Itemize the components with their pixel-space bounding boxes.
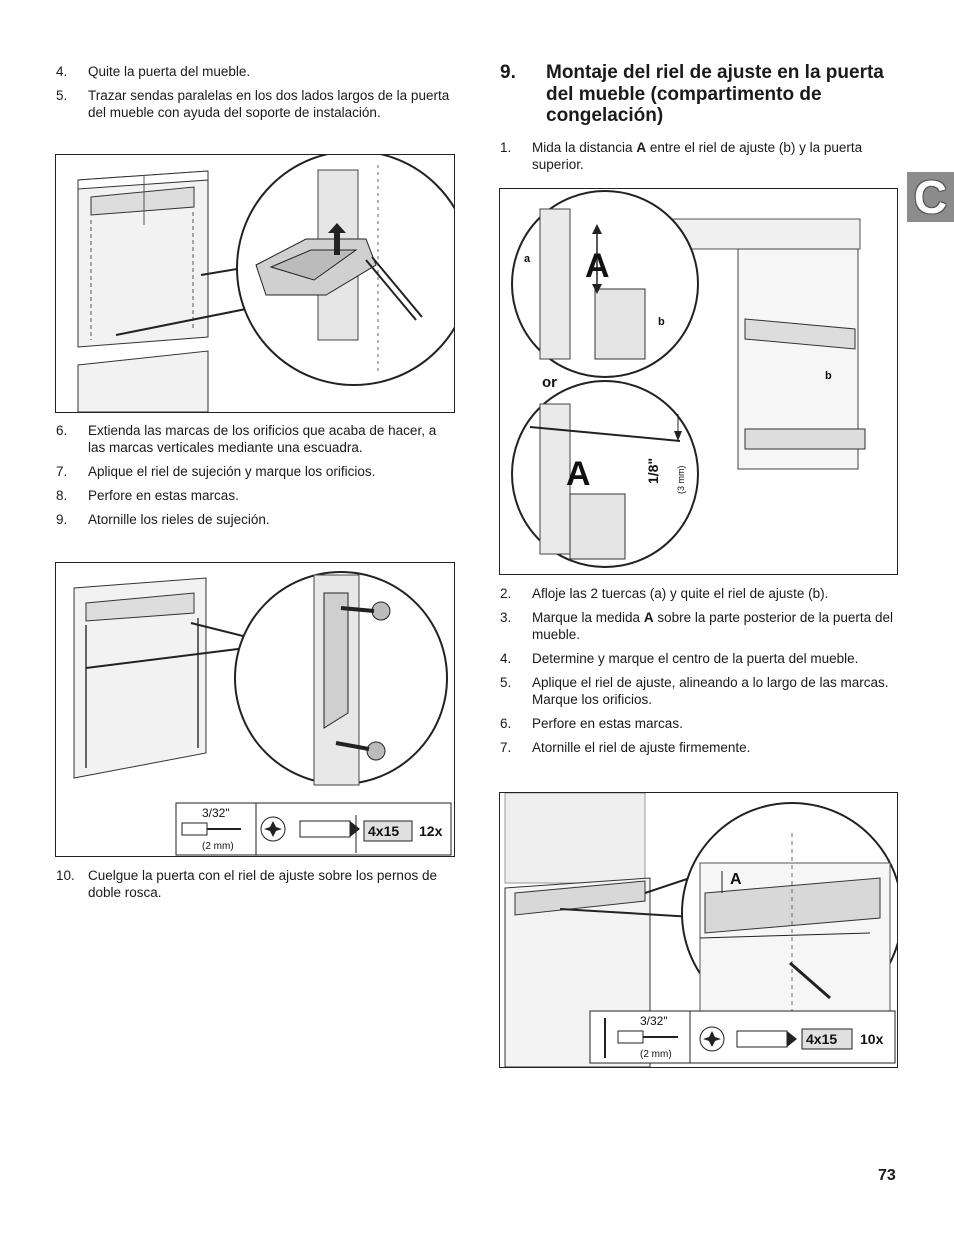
section-number: 9. (500, 62, 516, 83)
screw-qty-label: 12x (419, 823, 443, 839)
label-A2: A (566, 455, 591, 493)
label-b2: b (825, 370, 832, 382)
section-tab-letter: C (913, 171, 948, 223)
list-item: 4.Quite la puerta del mueble. (56, 64, 251, 79)
page-number: 73 (878, 1167, 896, 1184)
left-steps-b: 6.Extienda las marcas de los orificios q… (56, 422, 451, 535)
label-or: or (542, 374, 557, 391)
section-tab: C (907, 172, 954, 222)
list-item: 4.Determine y marque el centro de la pue… (500, 651, 859, 666)
drill-size-label: 3/32" (202, 806, 230, 820)
figure-measure-distance: b A a b or A 1/8" (3 mm) (499, 188, 898, 575)
drill-size-label: 3/32" (640, 1014, 668, 1028)
screw-qty-label: 10x (860, 1031, 884, 1047)
drill-mm-label: (2 mm) (202, 841, 234, 852)
section-heading: 9. Montaje del riel de ajuste en la puer… (500, 62, 900, 127)
left-steps-a: 4.Quite la puerta del mueble. 5.Trazar s… (56, 63, 451, 128)
list-item: 5.Aplique el riel de ajuste, alineando a… (500, 675, 889, 707)
right-steps-b: 2.Afloje las 2 tuercas (a) y quite el ri… (500, 585, 895, 763)
label-A: A (585, 247, 610, 285)
list-item: 6.Extienda las marcas de los orificios q… (56, 423, 437, 455)
list-item: 7.Aplique el riel de sujeción y marque l… (56, 464, 376, 479)
figure-adjust-rail: A 3/32" (2 mm) 4x15 10x (499, 792, 898, 1068)
list-item: 7.Atornille el riel de ajuste firmemente… (500, 740, 751, 755)
list-item: 3.Marque la medida A sobre la parte post… (500, 610, 893, 642)
gap-inch-label: 1/8" (645, 458, 661, 484)
list-item: 8.Perfore en estas marcas. (56, 488, 239, 503)
figure-door-marking (55, 154, 455, 413)
label-A: A (730, 871, 742, 888)
list-item: 9.Atornille los rieles de sujeción. (56, 512, 270, 527)
list-item: 5.Trazar sendas paralelas en los dos lad… (56, 88, 450, 120)
drill-mm-label: (2 mm) (640, 1049, 672, 1060)
left-steps-c: 10.Cuelgue la puerta con el riel de ajus… (56, 867, 451, 908)
list-item: 2.Afloje las 2 tuercas (a) y quite el ri… (500, 586, 829, 601)
screw-size-label: 4x15 (368, 823, 399, 839)
screw-size-label: 4x15 (806, 1031, 837, 1047)
label-b: b (658, 316, 665, 328)
list-item: 10.Cuelgue la puerta con el riel de ajus… (56, 868, 437, 900)
label-a: a (524, 253, 531, 265)
figure-mounting-rails: 3/32" (2 mm) 4x15 12x (55, 562, 455, 857)
section-title: Montaje del riel de ajuste en la puerta … (546, 62, 884, 126)
list-item: 6.Perfore en estas marcas. (500, 716, 683, 731)
gap-mm-label: (3 mm) (676, 466, 686, 495)
right-step-1: 1.Mida la distancia A entre el riel de a… (500, 139, 895, 180)
list-item: 1.Mida la distancia A entre el riel de a… (500, 140, 863, 172)
